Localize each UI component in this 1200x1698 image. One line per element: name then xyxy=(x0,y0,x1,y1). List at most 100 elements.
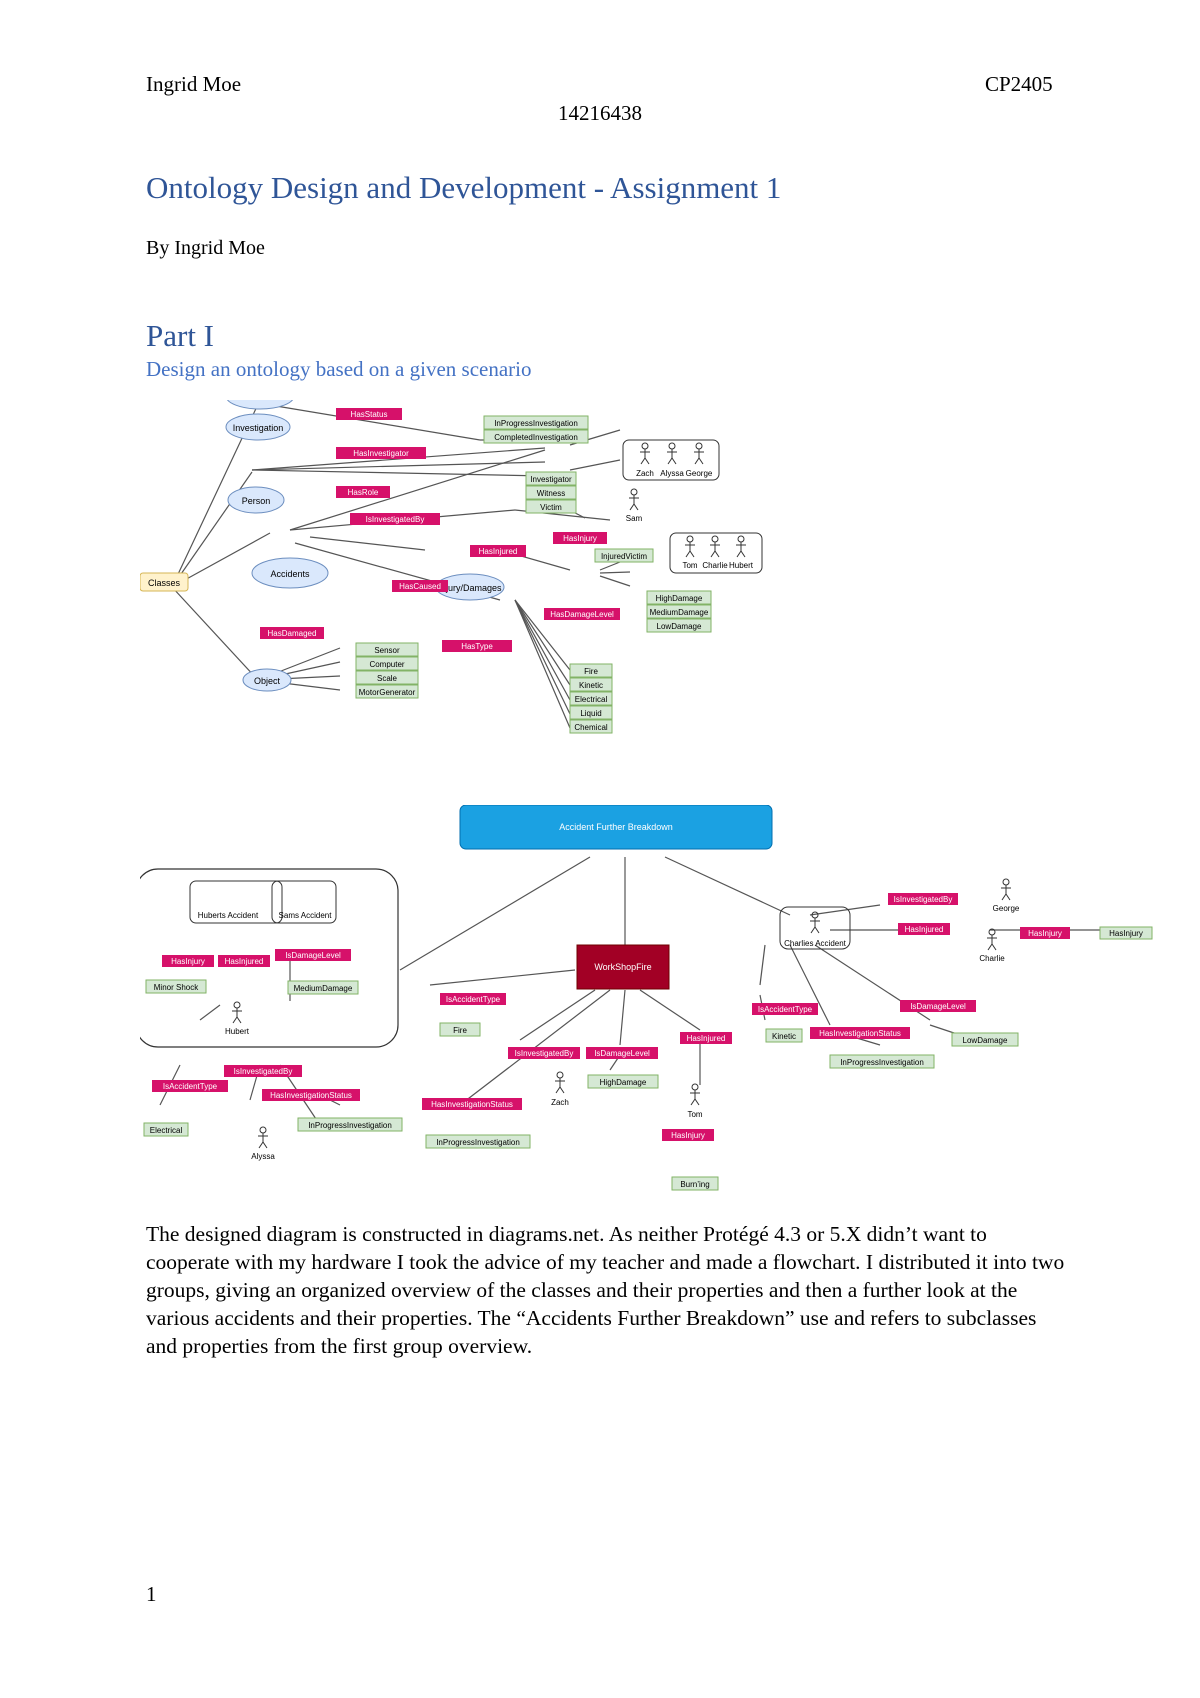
prop-hasrole: HasRole xyxy=(348,488,379,497)
center-actor-zach: Zach xyxy=(551,1098,569,1107)
left-accident-group xyxy=(140,868,399,1048)
center-prop-isaccidenttype: IsAccidentType xyxy=(446,995,501,1004)
victim-hubert: Hubert xyxy=(729,561,754,570)
center-prop-isinvestigatedby: IsInvestigatedBy xyxy=(515,1049,574,1058)
prop-isinvestigatedby: IsInvestigatedBy xyxy=(366,515,425,524)
center-prop-hasinjured: HasInjured xyxy=(687,1034,726,1043)
investigators-group xyxy=(622,439,720,481)
type-chemical: Chemical xyxy=(574,723,608,732)
victim-tom: Tom xyxy=(682,561,697,570)
prop-hasinvestigator: HasInvestigator xyxy=(353,449,409,458)
left-value-minorshock: Minor Shock xyxy=(154,983,199,992)
prop-hascaused: HasCaused xyxy=(399,582,441,591)
center-value-inprogress: InProgressInvestigation xyxy=(436,1138,520,1147)
right-prop-isinvestigatedby: IsInvestigatedBy xyxy=(894,895,953,904)
left-value-inprogress: InProgressInvestigation xyxy=(308,1121,392,1130)
center-actor-tom: Tom xyxy=(687,1110,702,1119)
right-value-kinetic: Kinetic xyxy=(772,1032,796,1041)
damage-low: LowDamage xyxy=(657,622,702,631)
charlie-accident-box xyxy=(779,906,851,950)
prop-hasinjured: HasInjured xyxy=(479,547,518,556)
workshop-fire-label: WorkShopFire xyxy=(594,962,651,972)
classes-label: Classes xyxy=(148,578,181,588)
left-actor-hubert: Hubert xyxy=(225,1027,250,1036)
sam-accident-label: Sams Accident xyxy=(279,911,333,920)
class-accidents xyxy=(251,557,329,589)
prop-hasdamaged: HasDamaged xyxy=(268,629,317,638)
ontology-overview-diagram: Classes Investigation Person Accidents I… xyxy=(140,400,763,734)
right-prop-hasinjury-b: HasInjury xyxy=(1109,929,1143,938)
left-actor-alyssa: Alyssa xyxy=(251,1152,275,1161)
accident-breakdown-diagram: Accident Further Breakdown Huberts Accid… xyxy=(140,805,1153,1191)
section-heading: Part I xyxy=(146,318,215,353)
left-prop-isinvestigatedby: IsInvestigatedBy xyxy=(234,1067,293,1076)
type-fire: Fire xyxy=(584,667,598,676)
investigator-zach: Zach xyxy=(636,469,654,478)
class-person xyxy=(227,486,285,514)
header-course: CP2405 xyxy=(985,72,1053,96)
hubert-accident-label: Huberts Accident xyxy=(198,911,259,920)
left-value-mediumdamage: MediumDamage xyxy=(294,984,353,993)
right-prop-hasinjured: HasInjured xyxy=(905,925,944,934)
workshop-fire-node xyxy=(576,944,670,990)
prop-hastype: HasType xyxy=(461,642,493,651)
left-prop-isaccidenttype: IsAccidentType xyxy=(163,1082,218,1091)
document-title: Ontology Design and Development - Assign… xyxy=(146,170,782,205)
damage-medium: MediumDamage xyxy=(650,608,709,617)
role-witness: Witness xyxy=(537,489,565,498)
left-prop-hasinvestigationstatus: HasInvestigationStatus xyxy=(270,1091,352,1100)
investigator-alyssa: Alyssa xyxy=(660,469,684,478)
object-motorgenerator: MotorGenerator xyxy=(359,688,416,697)
object-scale: Scale xyxy=(377,674,398,683)
investigator-george: George xyxy=(686,469,713,478)
left-prop-hasinjured: HasInjured xyxy=(225,957,264,966)
role-victim: Victim xyxy=(540,503,562,512)
type-liquid: Liquid xyxy=(580,709,601,718)
right-value-inprogress: InProgressInvestigation xyxy=(840,1058,924,1067)
hubert-accident-box xyxy=(189,880,283,924)
prop-hasinjury: HasInjury xyxy=(563,534,597,543)
header-student-id: 14216438 xyxy=(558,101,642,125)
section-subheading: Design an ontology based on a given scen… xyxy=(146,357,532,381)
breakdown-root-label: Accident Further Breakdown xyxy=(559,822,673,832)
accidents-label: Accidents xyxy=(270,569,310,579)
object-label: Object xyxy=(254,676,281,686)
center-prop-hasinjury: HasInjury xyxy=(671,1131,705,1140)
left-prop-isdamagelevel: IsDamageLevel xyxy=(285,951,341,960)
left-value-electrical: Electrical xyxy=(150,1126,183,1135)
prop-hasstatus: HasStatus xyxy=(351,410,388,419)
prop-hasdamagelevel: HasDamageLevel xyxy=(550,610,614,619)
charlie-accident-label: Charlies Accident xyxy=(784,939,847,948)
right-prop-hasinvestigationstatus: HasInvestigationStatus xyxy=(819,1029,901,1038)
right-actor-charlie: Charlie xyxy=(979,954,1005,963)
header-author: Ingrid Moe xyxy=(146,72,242,96)
center-value-fire: Fire xyxy=(453,1026,467,1035)
value-injuredvictim: InjuredVictim xyxy=(601,552,647,561)
damage-high: HighDamage xyxy=(656,594,703,603)
right-value-lowdamage: LowDamage xyxy=(963,1036,1008,1045)
type-kinetic: Kinetic xyxy=(579,681,603,690)
sam-accident-box xyxy=(271,880,337,924)
class-investigation xyxy=(225,413,291,441)
page-number: 1 xyxy=(146,1582,157,1606)
class-object xyxy=(242,668,292,692)
left-prop-hasinjury: HasInjury xyxy=(171,957,205,966)
victims-group xyxy=(669,532,763,574)
type-electrical: Electrical xyxy=(575,695,608,704)
center-value-highdamage: HighDamage xyxy=(600,1078,647,1087)
investigation-label: Investigation xyxy=(233,423,284,433)
victim-charlie: Charlie xyxy=(702,561,728,570)
right-prop-isdamagelevel: IsDamageLevel xyxy=(910,1002,966,1011)
object-sensor: Sensor xyxy=(374,646,400,655)
center-prop-isdamagelevel: IsDamageLevel xyxy=(594,1049,650,1058)
person-label: Person xyxy=(242,496,271,506)
body-paragraph: The designed diagram is constructed in d… xyxy=(146,1222,1065,1358)
role-investigator: Investigator xyxy=(530,475,572,484)
value-inprogress: InProgressInvestigation xyxy=(494,419,578,428)
witness-sam: Sam xyxy=(626,514,643,523)
center-value-burning: Burn’ing xyxy=(680,1180,709,1189)
injury-damages-label: Injury/Damages xyxy=(438,583,502,593)
root-classes-node xyxy=(140,572,189,592)
byline: By Ingrid Moe xyxy=(146,237,265,259)
breakdown-root-node xyxy=(459,805,773,850)
